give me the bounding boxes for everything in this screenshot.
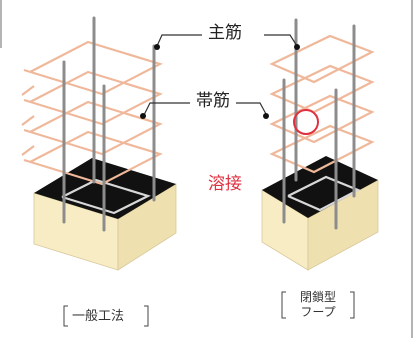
caption-closed-hoop-line2: フープ bbox=[300, 305, 336, 319]
hoop-label: 帯筋 bbox=[194, 91, 232, 111]
left-column bbox=[21, 16, 177, 271]
weld-label: 溶接 bbox=[208, 174, 242, 194]
right-block-top bbox=[262, 156, 378, 218]
caption-brackets bbox=[63, 291, 355, 327]
weld-highlight-circle bbox=[293, 109, 319, 135]
leader-dots bbox=[140, 44, 300, 119]
right-column bbox=[261, 18, 379, 271]
left-block-right-side bbox=[117, 183, 177, 271]
left-hoops bbox=[21, 40, 163, 186]
caption-general-method: 一般工法 bbox=[72, 309, 125, 324]
main-bar-label: 主筋 bbox=[206, 23, 244, 43]
right-bottom-hoop bbox=[287, 175, 361, 212]
caption-closed-hoop-line1: 閉鎖型 bbox=[299, 290, 336, 304]
leader-lines bbox=[143, 34, 298, 116]
left-bottom-hoop bbox=[61, 178, 151, 215]
right-hoops bbox=[269, 34, 375, 174]
caption-closed-hoop: 閉鎖型 フープ bbox=[290, 290, 346, 320]
left-main-bars bbox=[62, 16, 156, 232]
